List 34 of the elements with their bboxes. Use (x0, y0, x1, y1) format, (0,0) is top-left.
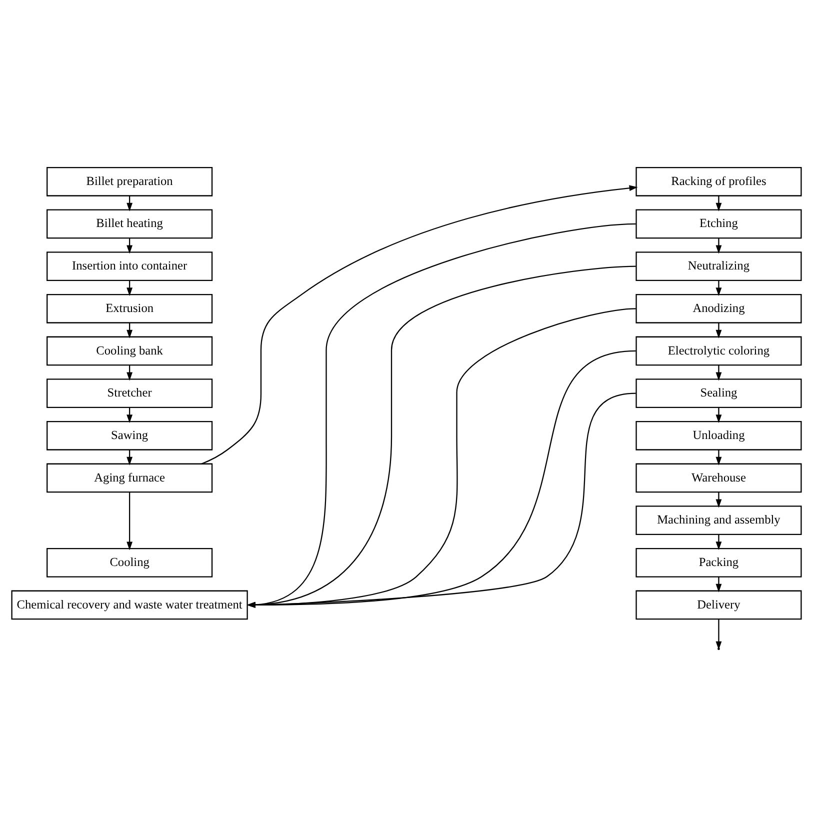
arrow (201, 184, 638, 464)
arrow (716, 576, 722, 592)
node-box: Insertion into container (46, 251, 213, 280)
node-box: Stretcher (46, 378, 213, 408)
arrow (716, 406, 722, 423)
arrow (716, 364, 722, 380)
node-box: Warehouse (636, 462, 802, 492)
node-box: Racking of profiles (636, 166, 802, 196)
arrow (246, 392, 636, 608)
node-box: Sealing (636, 378, 802, 408)
node-box: Aging furnace (46, 462, 213, 492)
node-box: Cooling (46, 547, 213, 577)
node-box: Machining and assembly (636, 505, 802, 534)
node-box: Extrusion (46, 293, 213, 323)
node-box: Unloading (636, 420, 802, 450)
node-box: Cooling bank (46, 336, 213, 366)
arrow (716, 492, 722, 508)
node-box: Etching (636, 208, 802, 238)
arrow (716, 195, 722, 211)
arrow (716, 238, 722, 254)
arrow (716, 534, 722, 550)
node-box: Delivery (636, 590, 802, 620)
node-box: Chemical recovery and waste water treatment (11, 590, 248, 620)
arrow (716, 449, 722, 465)
arrow (126, 492, 133, 550)
arrow (716, 322, 722, 338)
node-box: Billet heating (46, 208, 213, 238)
node-box: Sawing (46, 420, 213, 450)
node-box: Anodizing (636, 293, 802, 323)
node-box: Neutralizing (636, 251, 802, 280)
node-box: Electrolytic coloring (636, 336, 802, 366)
node-box: Billet preparation (46, 166, 213, 196)
arrow (716, 280, 722, 296)
node-box: Packing (636, 547, 802, 577)
